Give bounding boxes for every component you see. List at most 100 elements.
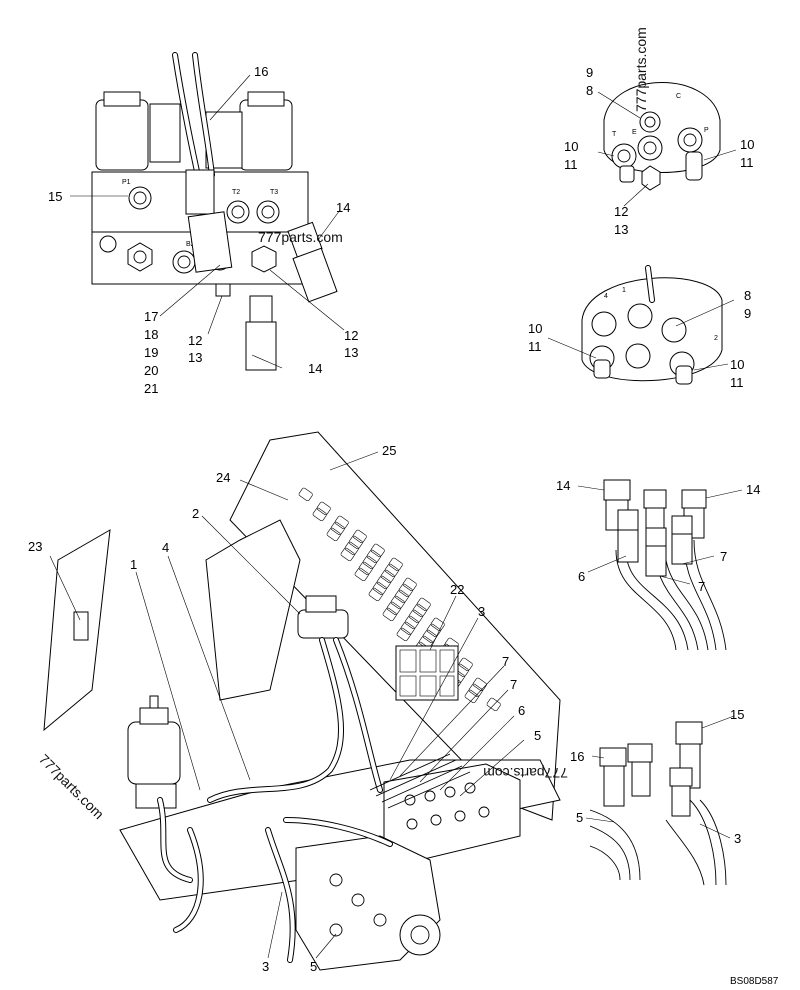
callout-13: 13	[614, 222, 628, 237]
panel-slot	[382, 607, 397, 622]
callout-4: 4	[162, 540, 169, 555]
callout-7: 7	[502, 654, 509, 669]
callout-9: 9	[586, 65, 593, 80]
watermark-text: 777parts.com	[633, 27, 649, 112]
panel-slot	[472, 677, 487, 692]
dial-letter-1: 1	[622, 287, 626, 294]
panel-slot	[366, 549, 381, 564]
diagram-code: BS08D587	[730, 976, 779, 987]
main-assembly	[43, 431, 561, 971]
callout-12: 12	[188, 333, 202, 348]
callout-21: 21	[144, 381, 158, 396]
callout-5: 5	[576, 810, 583, 825]
panel-slot	[430, 617, 445, 632]
watermark-text: 777parts.com	[483, 765, 568, 781]
panel-slot	[404, 615, 419, 630]
dial-letter-c: C	[676, 93, 681, 100]
panel-slot	[416, 597, 431, 612]
callout-20: 20	[144, 363, 158, 378]
pilot-control-top-view: T C E P	[597, 82, 737, 207]
callout-16: 16	[570, 749, 584, 764]
panel-slot	[370, 543, 385, 558]
panel-slot	[344, 541, 359, 556]
panel-slot	[412, 603, 427, 618]
panel-slot	[368, 587, 383, 602]
panel-slot	[330, 521, 345, 536]
callout-13: 13	[344, 345, 358, 360]
panel-slot	[400, 621, 415, 636]
panel-slot	[334, 515, 349, 530]
callout-11: 11	[564, 157, 578, 172]
callout-13: 13	[188, 350, 202, 365]
port-label-t2: T2	[232, 189, 240, 196]
callout-10: 10	[740, 137, 754, 152]
panel-slot	[408, 609, 423, 624]
panel-slot	[352, 529, 367, 544]
callout-15: 15	[730, 707, 744, 722]
panel-slot	[358, 561, 373, 576]
callout-16: 16	[254, 64, 268, 79]
callout-5: 5	[534, 728, 541, 743]
callout-9: 9	[744, 306, 751, 321]
callout-12: 12	[344, 328, 358, 343]
callout-14: 14	[336, 200, 350, 215]
callout-10: 10	[528, 321, 542, 336]
panel-slot	[298, 487, 313, 502]
callout-8: 8	[586, 83, 593, 98]
dial-letter-2: 2	[714, 335, 718, 342]
callout-7: 7	[510, 677, 517, 692]
watermark-text: 777parts.com	[258, 229, 343, 245]
panel-slot	[486, 697, 501, 712]
panel-slot	[390, 595, 405, 610]
callout-6: 6	[518, 703, 525, 718]
callout-14: 14	[308, 361, 322, 376]
panel-slot	[388, 557, 403, 572]
panel-slot	[384, 563, 399, 578]
dial-letter-4: 4	[604, 293, 608, 300]
callout-19: 19	[144, 345, 158, 360]
panel-slot	[396, 627, 411, 642]
port-label-b2: B2	[186, 241, 195, 248]
panel-slot	[326, 527, 341, 542]
panel-slot	[394, 589, 409, 604]
pilot-control-angled-view: 4 1 2	[547, 265, 735, 385]
callout-8: 8	[744, 288, 751, 303]
panel-slot	[340, 547, 355, 562]
control-valve-assembly: P1 T2 T3 B2	[91, 52, 338, 371]
callout-14: 14	[556, 478, 570, 493]
callout-23: 23	[28, 539, 42, 554]
valve-leaders	[70, 74, 345, 369]
panel-slot	[402, 577, 417, 592]
callout-18: 18	[144, 327, 158, 342]
callout-1: 1	[130, 557, 137, 572]
callout-11: 11	[740, 155, 754, 170]
callout-7: 7	[720, 549, 727, 564]
callout-11: 11	[528, 339, 542, 354]
callout-6: 6	[578, 569, 585, 584]
callout-14: 14	[746, 482, 760, 497]
panel-slot	[468, 683, 483, 698]
callout-11: 11	[730, 375, 744, 390]
callout-10: 10	[730, 357, 744, 372]
callout-17: 17	[144, 309, 158, 324]
callout-10: 10	[564, 139, 578, 154]
panel-slot	[380, 569, 395, 584]
panel-slot	[386, 601, 401, 616]
callout-25: 25	[382, 443, 396, 458]
callouts: 16 15 14 14 17 18 19 20 21 12 13 12 13 9…	[28, 64, 760, 974]
panel-slot	[464, 689, 479, 704]
panel-slot	[312, 507, 327, 522]
panel-slot	[426, 623, 441, 638]
callout-2: 2	[192, 506, 199, 521]
dial-letter-p: P	[704, 127, 709, 134]
callout-3: 3	[262, 959, 269, 974]
panel-slot	[362, 555, 377, 570]
fitting-detail-upper	[577, 479, 743, 651]
port-label-t3: T3	[270, 189, 278, 196]
callout-22: 22	[450, 582, 464, 597]
callout-7: 7	[698, 579, 705, 594]
callout-24: 24	[216, 470, 230, 485]
fitting-detail-lower	[585, 715, 735, 886]
